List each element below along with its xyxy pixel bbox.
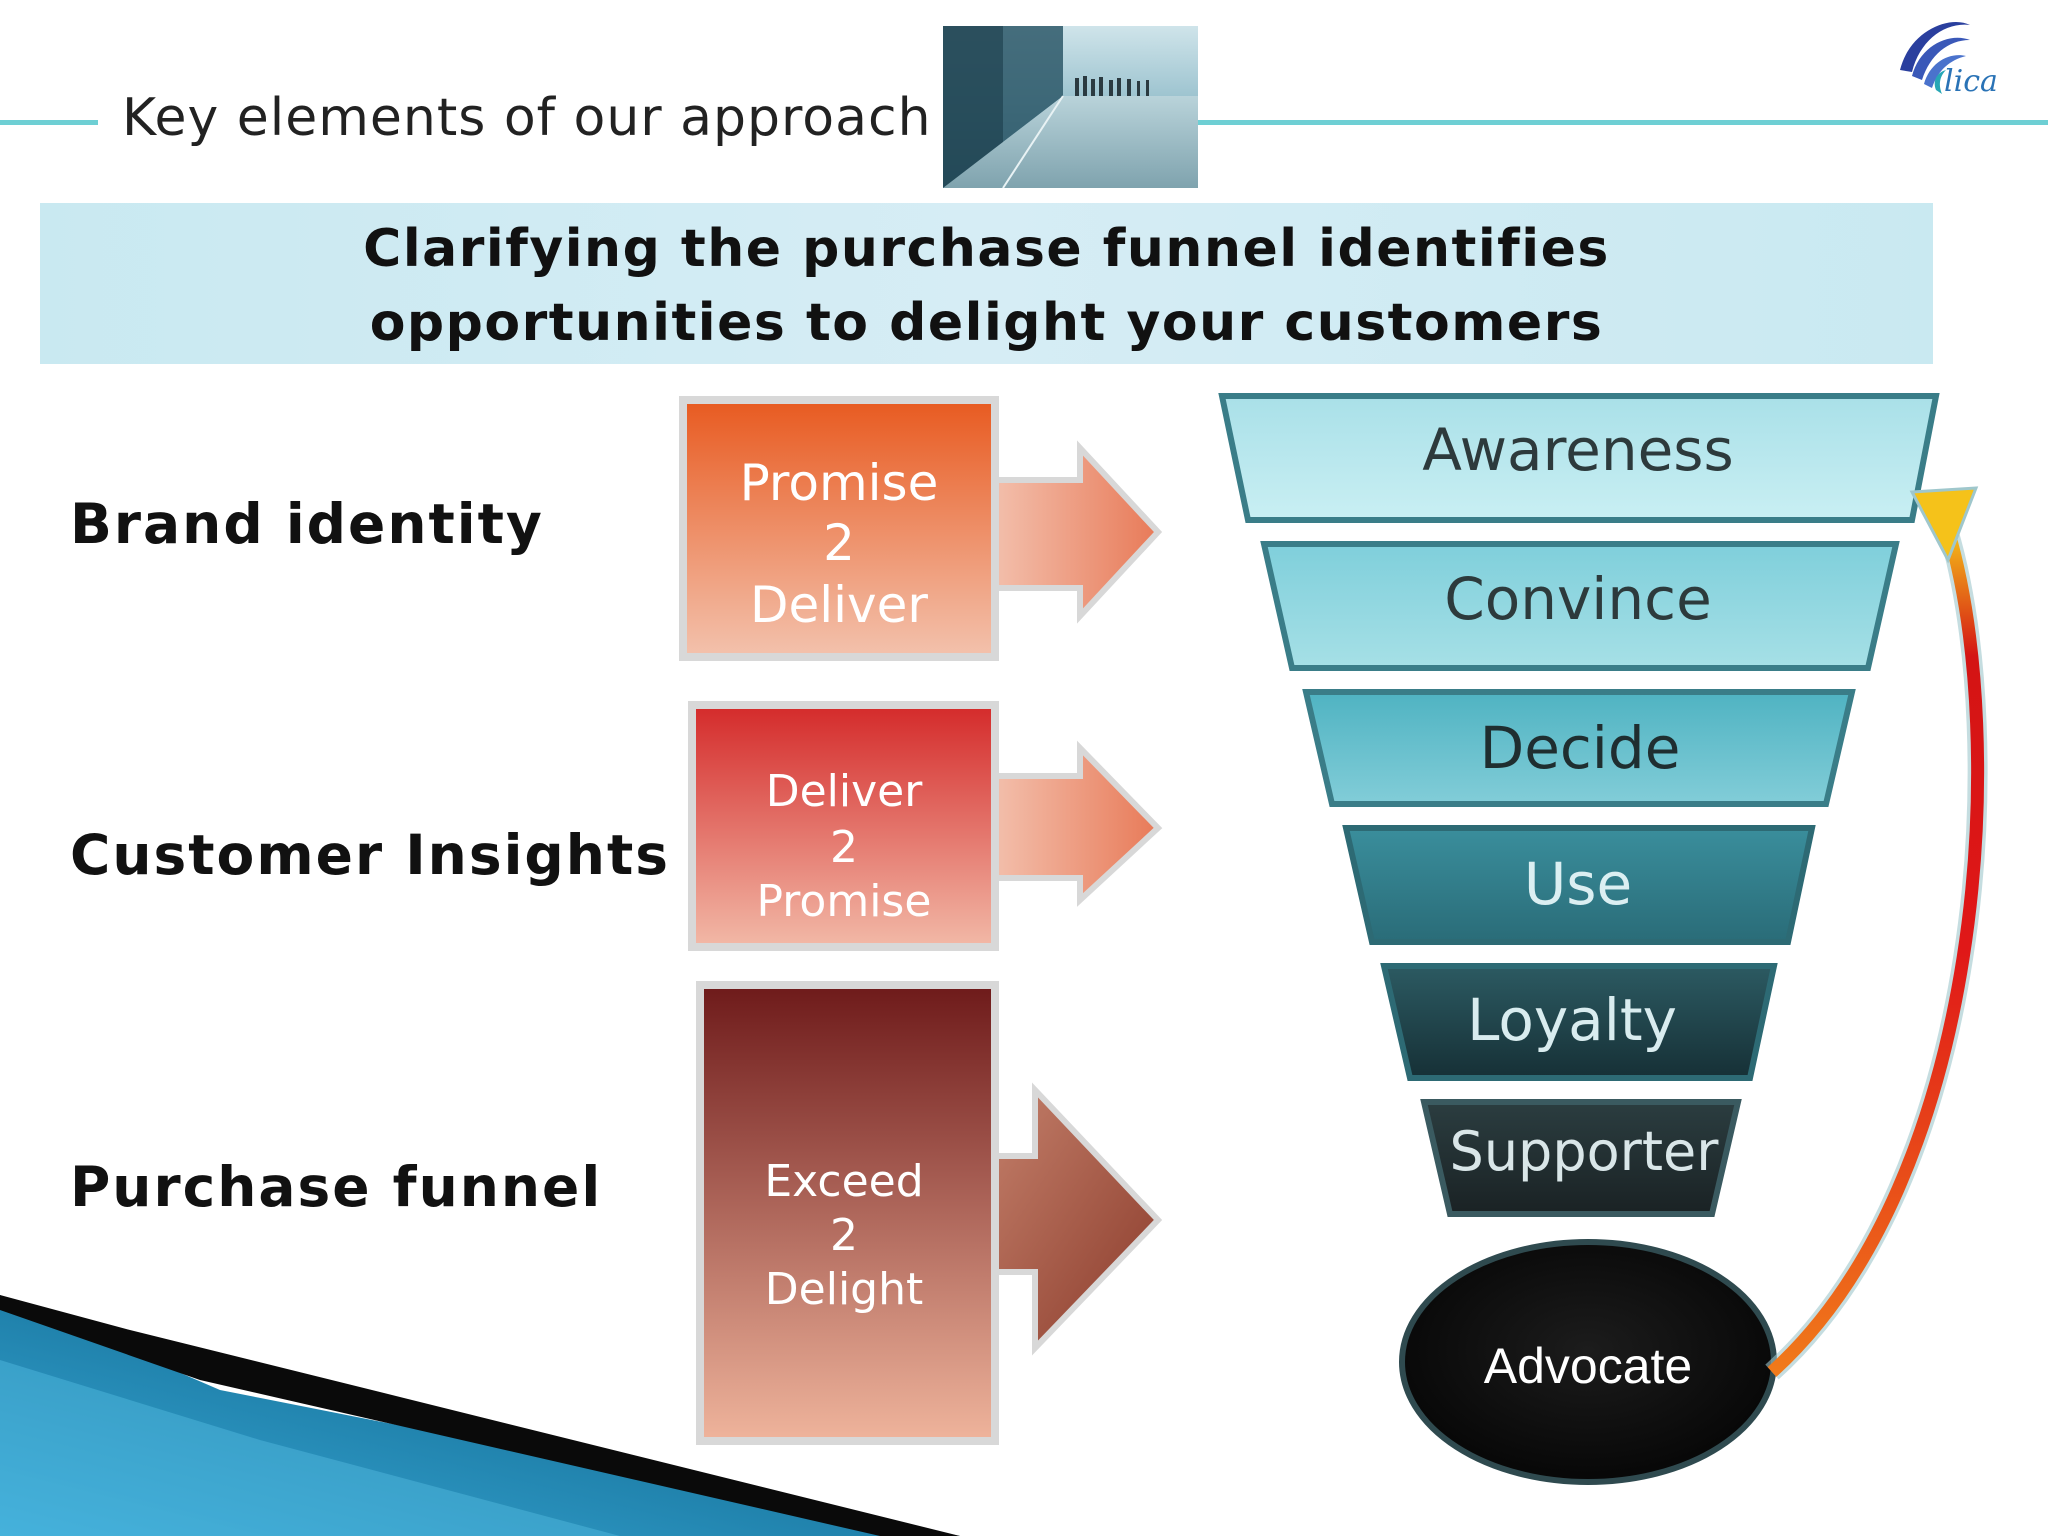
- row-label-purchase-funnel: Purchase funnel: [70, 1155, 603, 1219]
- stage-label: Convince: [1444, 565, 1712, 633]
- funnel-stage-loyalty: Loyalty: [1380, 963, 1778, 1081]
- arrow-shape: [987, 440, 1163, 624]
- promise-2-deliver-block: Promise 2 Deliver: [679, 396, 1163, 661]
- box-line-3: Promise: [757, 876, 932, 927]
- stage-label: Decide: [1480, 714, 1681, 782]
- stage-label: Loyalty: [1467, 986, 1677, 1054]
- box-line-1: Deliver: [766, 766, 924, 817]
- funnel-stage-use: Use: [1342, 825, 1816, 945]
- bottom-swoosh-decoration: [0, 1295, 960, 1536]
- funnel-stage-awareness: Awareness: [1218, 393, 1940, 523]
- deliver-2-promise-block: Deliver 2 Promise: [688, 701, 1163, 951]
- advocate-label: Advocate: [1484, 1338, 1692, 1394]
- box-line-2: 2: [830, 822, 858, 873]
- header-photo: [943, 26, 1198, 188]
- box-line-1: Promise: [740, 454, 939, 512]
- advocate-to-awareness-arrow: [1765, 486, 1988, 1380]
- arrow-shape: [987, 740, 1163, 907]
- headline-banner: Clarifying the purchase funnel identifie…: [40, 203, 1933, 364]
- row-label-customer-insights: Customer Insights: [70, 823, 670, 887]
- logo-text: lica: [1944, 64, 1998, 99]
- box-shape: [696, 981, 999, 1445]
- advocate-oval: Advocate: [1399, 1239, 1777, 1485]
- funnel-stage-convince: Convince: [1260, 541, 1900, 671]
- box-shape: [679, 396, 999, 661]
- headline-line-2: opportunities to delight your customers: [369, 293, 1604, 353]
- box-shape: [688, 701, 999, 951]
- brand-logo: [1900, 22, 1970, 94]
- funnel-stage-supporter: Supporter: [1420, 1099, 1742, 1217]
- headline-line-1: Clarifying the purchase funnel identifie…: [363, 219, 1610, 279]
- box-line-1: Exceed: [764, 1156, 923, 1207]
- stage-label: Supporter: [1450, 1120, 1720, 1183]
- box-line-2: 2: [830, 1210, 858, 1261]
- stage-label: Use: [1524, 850, 1632, 918]
- box-line-3: Delight: [765, 1264, 923, 1315]
- exceed-2-delight-block: Exceed 2 Delight: [696, 981, 1163, 1445]
- funnel-stage-decide: Decide: [1302, 689, 1856, 807]
- row-label-brand-identity: Brand identity: [70, 492, 544, 556]
- header-rule-right: [1198, 120, 2048, 125]
- box-line-2: 2: [823, 514, 855, 572]
- stage-label: Awareness: [1422, 416, 1733, 484]
- header-rule-left: [0, 120, 98, 125]
- slide-title: Key elements of our approach: [122, 88, 932, 148]
- box-line-3: Deliver: [750, 576, 928, 634]
- arrow-shape: [987, 1082, 1163, 1356]
